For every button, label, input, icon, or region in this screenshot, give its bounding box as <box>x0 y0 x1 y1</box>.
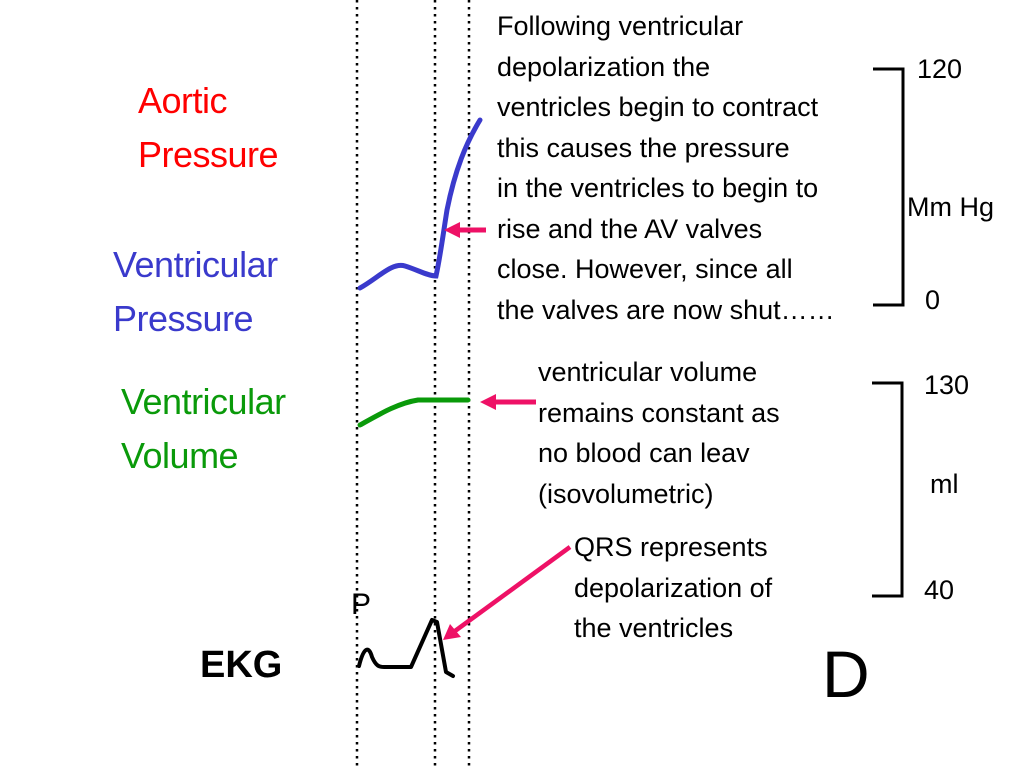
pressure-annotation-line: in the ventricles to begin to <box>497 173 819 203</box>
pressure-scale-unit: Mm Hg <box>907 192 994 222</box>
pressure-annotation-line: Following ventricular <box>497 11 744 41</box>
ventricular-pressure-curve <box>357 117 483 291</box>
ventricular-volume-label: Ventricular Volume <box>121 375 286 483</box>
qrs-annotation-line: depolarization of <box>574 572 773 603</box>
panel-letter: D <box>822 637 870 711</box>
volume-annotation-line: ventricular volume <box>538 357 758 387</box>
pressure-annotation-line: rise and the AV valves <box>497 213 763 244</box>
qrs-arrow <box>443 545 572 640</box>
volume-scale-unit: ml <box>930 469 959 499</box>
pressure-annotation-line: ventricles begin to contract <box>497 92 819 122</box>
ventricular-pressure-label: Ventricular Pressure <box>113 238 278 346</box>
ekg-label: EKG <box>200 644 283 686</box>
ventricular-volume-curve <box>357 397 471 428</box>
volume-scale-bracket <box>872 381 904 598</box>
pressure-annotation: Following ventricular depolarization the… <box>497 6 835 330</box>
ventricular-pressure-label-line2: Pressure <box>113 298 254 339</box>
aortic-pressure-label: Aortic Pressure <box>138 74 279 182</box>
qrs-annotation-line: QRS represents <box>574 532 768 562</box>
pressure-arrow <box>444 222 486 238</box>
pressure-annotation-line: depolarization the <box>497 51 711 82</box>
volume-scale-max: 130 <box>924 370 970 400</box>
qrs-annotation: QRS represents depolarization of the ven… <box>574 527 772 649</box>
pressure-scale-max: 120 <box>917 54 963 84</box>
qrs-annotation-line: the ventricles <box>574 613 734 643</box>
volume-scale-min: 40 <box>924 575 955 605</box>
ventricular-volume-label-line1: Ventricular <box>121 381 286 422</box>
volume-arrow <box>480 394 536 410</box>
volume-annotation-line: remains constant as <box>538 397 780 428</box>
pressure-annotation-line: the valves are now shut…… <box>497 294 835 325</box>
pressure-annotation-line: this causes the pressure <box>497 132 790 163</box>
ekg-trace <box>357 618 455 678</box>
aortic-pressure-label-line2: Pressure <box>138 134 279 175</box>
volume-annotation: ventricular volume remains constant as n… <box>538 352 780 514</box>
aortic-pressure-label-line1: Aortic <box>138 80 228 121</box>
volume-annotation-line: (isovolumetric) <box>538 478 714 509</box>
pressure-scale-bracket <box>873 67 905 307</box>
pressure-annotation-line: close. However, since all <box>497 254 793 284</box>
ventricular-volume-label-line2: Volume <box>121 435 239 476</box>
pressure-scale-min: 0 <box>925 285 941 315</box>
ventricular-pressure-label-line1: Ventricular <box>113 244 278 285</box>
volume-annotation-line: no blood can leav <box>538 438 750 468</box>
